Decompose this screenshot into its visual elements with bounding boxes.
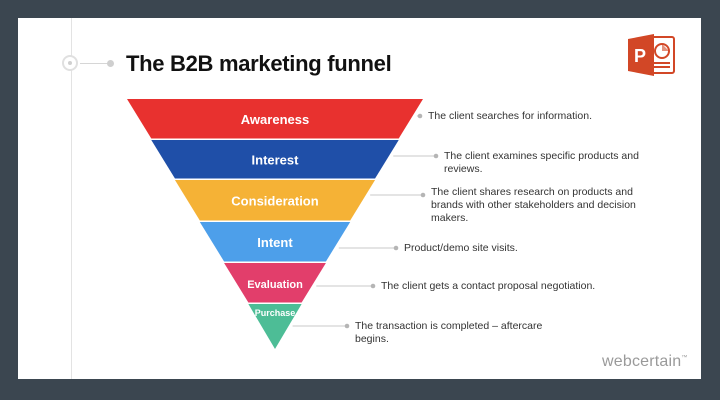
funnel-stage-label: Purchase — [255, 308, 296, 318]
funnel-stage-label: Evaluation — [247, 279, 303, 291]
svg-text:P: P — [634, 46, 646, 66]
funnel-stage-evaluation — [224, 263, 326, 303]
stage-description-purchase: The transaction is completed – aftercare… — [355, 320, 543, 345]
connector-dot — [433, 153, 439, 159]
slide-title: The B2B marketing funnel — [126, 51, 392, 76]
webcertain-logo: webcertain™ — [602, 353, 688, 371]
connector-dot — [393, 245, 399, 251]
funnel-stage-consideration — [174, 180, 376, 221]
connector-dot — [417, 113, 423, 119]
stage-description-interest: The client examines specific products an… — [444, 150, 639, 175]
timeline-line — [71, 18, 72, 379]
funnel-stage-awareness — [127, 99, 423, 139]
logo-trademark: ™ — [681, 355, 688, 361]
logo-text: webcertain — [602, 353, 682, 370]
funnel-diagram: AwarenessInterestConsiderationIntentEval… — [127, 99, 439, 349]
connector-dot — [344, 323, 350, 329]
funnel-stage-label: Consideration — [231, 194, 318, 209]
stage-description-evaluation: The client gets a contact proposal negot… — [381, 280, 596, 292]
title-connector — [80, 60, 114, 67]
stage-description-consideration: The client shares research on products a… — [431, 186, 636, 224]
stage-description-awareness: The client searches for information. — [428, 110, 592, 122]
funnel-stage-intent — [199, 222, 351, 262]
timeline-node — [62, 55, 78, 71]
powerpoint-icon: P — [628, 34, 675, 76]
stage-description-intent: Product/demo site visits. — [404, 242, 518, 254]
connector-dot — [370, 283, 376, 289]
connector-dot — [420, 192, 426, 198]
funnel-stage-interest — [151, 140, 399, 179]
funnel-stage-label: Interest — [252, 153, 300, 168]
funnel-stage-label: Awareness — [241, 112, 309, 127]
funnel-stage-purchase — [248, 304, 302, 349]
funnel-stage-label: Intent — [257, 235, 293, 250]
